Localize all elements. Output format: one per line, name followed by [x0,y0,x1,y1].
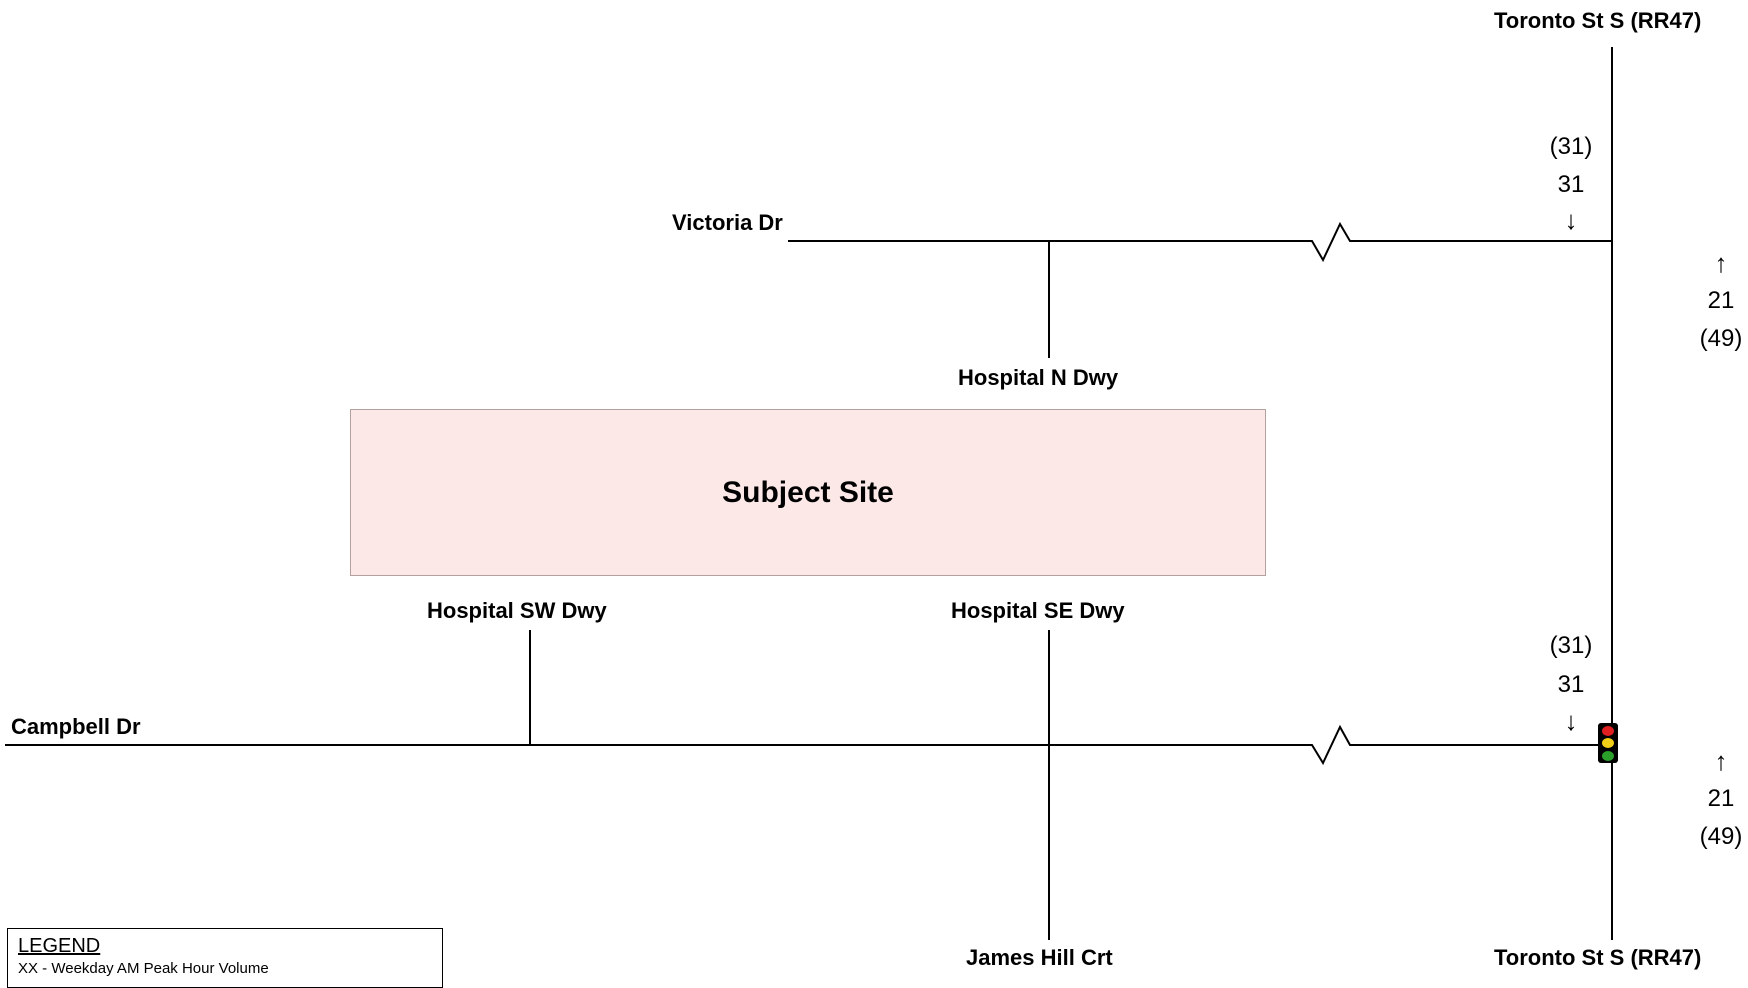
street-label-toronto-top: Toronto St S (RR47) [1494,8,1702,33]
arrow-down-icon: ↓ [1564,205,1578,235]
arrow-up-icon: ↑ [1714,746,1728,776]
volume-am-campbell-sb: 31 [1557,671,1585,698]
street-label-hospital-n: Hospital N Dwy [958,365,1119,390]
traffic-signal-icon [1598,723,1618,763]
signal-green-light [1602,750,1614,761]
street-label-toronto-bottom: Toronto St S (RR47) [1494,945,1702,970]
volume-pm-campbell-sb: (31) [1549,632,1593,659]
street-label-campbell: Campbell Dr [11,714,141,739]
signal-yellow-light [1602,738,1614,748]
volume-pm-victoria-sb: (31) [1549,133,1593,160]
legend-title: LEGEND [18,935,101,957]
volume-am-victoria-nb: 21 [1707,287,1735,314]
legend-row: XX - Weekday AM Peak Hour Volume [18,960,269,977]
street-label-hospital-se: Hospital SE Dwy [951,598,1125,623]
road-network [5,47,1613,940]
arrow-up-icon: ↑ [1714,248,1728,278]
legend-box: LEGEND XX - Weekday AM Peak Hour Volume [7,928,443,988]
volume-am-campbell-nb: 21 [1707,785,1735,812]
volume-pm-victoria-nb: (49) [1699,325,1743,352]
street-label-hospital-sw: Hospital SW Dwy [427,598,607,623]
victoria-dr-road [788,221,1612,263]
arrow-down-icon: ↓ [1564,706,1578,736]
street-label-james-hill: James Hill Crt [966,945,1113,970]
subject-site-label: Subject Site [722,475,894,509]
volume-diagram: Toronto St S (RR47) Victoria Dr Hospital… [5,8,1743,988]
volume-pm-campbell-nb: (49) [1699,823,1743,850]
volume-am-victoria-sb: 31 [1557,171,1585,198]
campbell-dr-road [5,724,1612,766]
subject-site: Subject Site [350,409,1266,576]
signal-red-light [1602,725,1614,736]
street-label-victoria: Victoria Dr [672,210,783,235]
